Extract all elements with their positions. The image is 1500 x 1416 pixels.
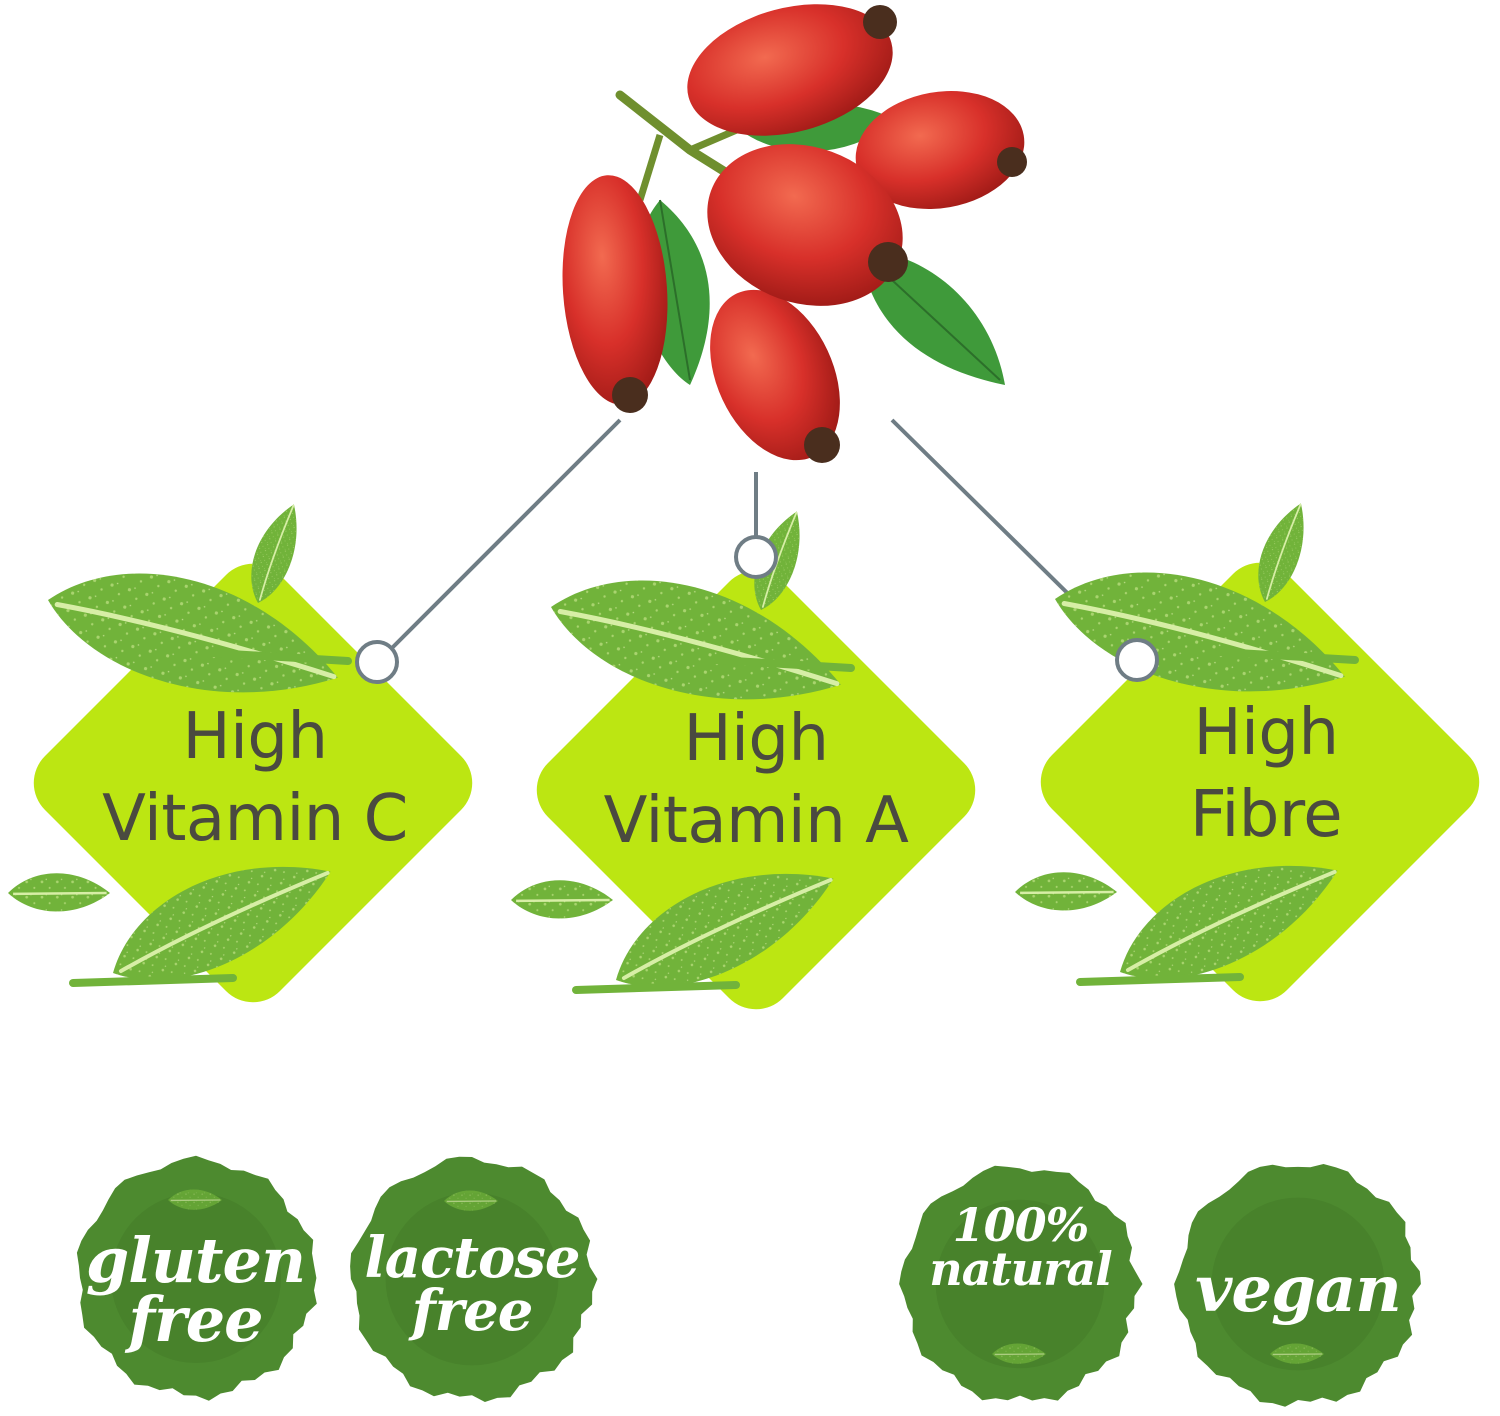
badge-line-1: High bbox=[182, 700, 328, 774]
seal-circle bbox=[1174, 1164, 1421, 1407]
leaf-icon bbox=[6, 871, 112, 913]
seal-inner-shade bbox=[385, 1192, 559, 1366]
seal-line-1: 100% bbox=[952, 1198, 1090, 1252]
leaf-stem bbox=[209, 649, 352, 665]
seal-circle bbox=[350, 1156, 598, 1402]
seal-inner-shade bbox=[111, 1193, 281, 1363]
seal-circle bbox=[76, 1155, 317, 1401]
rosehip-berries-icon bbox=[562, 4, 1027, 463]
badge-line-2: Vitamin C bbox=[102, 781, 408, 856]
leaf-stem bbox=[69, 974, 237, 987]
seal-badge-icon bbox=[76, 1155, 317, 1401]
seal-circle bbox=[899, 1165, 1143, 1401]
badge-vitamin-a bbox=[509, 503, 976, 1025]
leaf-stem bbox=[1076, 973, 1244, 986]
badge-text-fibre: High Fibre bbox=[1056, 693, 1476, 857]
seal-line-2: free bbox=[411, 1278, 534, 1345]
seal-badge-icon bbox=[1174, 1164, 1421, 1407]
connector-rings bbox=[355, 535, 1159, 684]
seal-badge-icon bbox=[899, 1165, 1143, 1401]
seal-100-natural: 100% natural bbox=[903, 1166, 1138, 1401]
seal-vegan: vegan bbox=[1178, 1164, 1418, 1404]
leaf-icon bbox=[509, 878, 615, 920]
leaf-stem bbox=[712, 656, 855, 672]
leaf-stem bbox=[1216, 648, 1359, 664]
badge-text-vitamin-c: High Vitamin C bbox=[45, 697, 465, 861]
seal-line-1: gluten bbox=[85, 1224, 306, 1297]
seal-badge-icon bbox=[350, 1156, 598, 1402]
badge-text-vitamin-a: High Vitamin A bbox=[546, 699, 966, 863]
badge-line-2: Fibre bbox=[1189, 777, 1343, 852]
seal-line-2: natural bbox=[929, 1241, 1112, 1296]
badge-line-1: High bbox=[683, 702, 829, 776]
leaf-icon bbox=[1013, 870, 1119, 912]
seal-gluten-free: gluten free bbox=[78, 1160, 313, 1395]
badge-line-1: High bbox=[1193, 696, 1339, 770]
seal-inner-shade bbox=[935, 1199, 1105, 1369]
seal-line-2: free bbox=[128, 1282, 263, 1356]
seal-lactose-free: lactose free bbox=[353, 1160, 591, 1398]
leaf-stem bbox=[572, 981, 740, 994]
badge-line-2: Vitamin A bbox=[603, 783, 909, 858]
seal-line-1: vegan bbox=[1195, 1252, 1402, 1327]
seal-inner-shade bbox=[1211, 1197, 1385, 1371]
seal-line-1: lactose bbox=[364, 1225, 580, 1291]
